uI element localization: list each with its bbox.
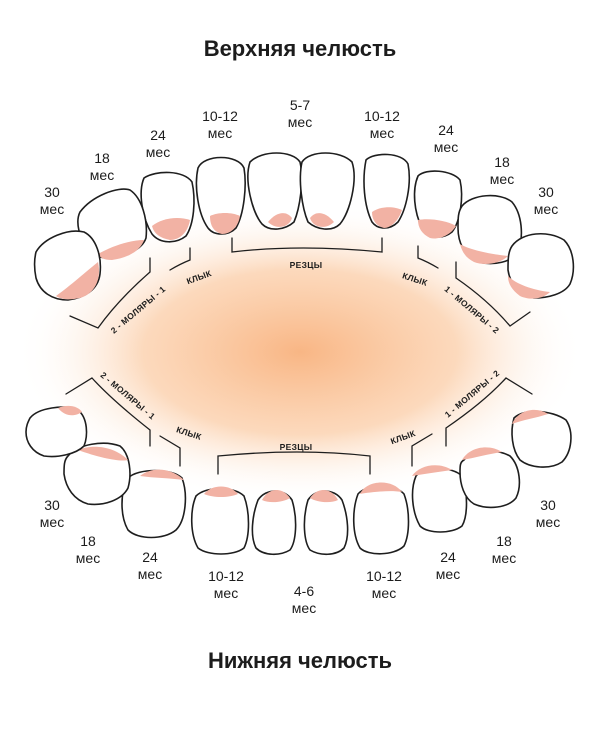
age-unit: мес [370,125,394,141]
lower-age-central: 4-6 мес [292,583,316,616]
lower-age-lateral-left: 10-12 мес [208,568,244,601]
upper-incisors-bracket [231,237,383,253]
upper-age-second-molar-right: 30 мес [534,184,558,217]
upper-jaw-title: Верхняя челюсть [204,36,397,61]
lower-central-incisor-left [251,489,297,556]
lower-canine-right [411,465,468,533]
age-unit: мес [208,125,232,141]
age-unit: мес [40,514,64,530]
lower-age-second-molar-left: 30 мес [40,497,64,530]
age-number: 10-12 [364,108,400,124]
mouth-glow [15,202,585,502]
age-number: 24 [440,549,456,565]
age-number: 18 [494,154,510,170]
age-number: 30 [540,497,556,513]
lower-age-second-molar-right: 30 мес [536,497,560,530]
lower-canine-left [121,469,187,539]
lower-lateral-incisor-right [352,482,410,555]
age-unit: мес [214,585,238,601]
upper-age-lateral-left: 10-12 мес [202,108,238,141]
upper-age-canine-right: 24 мес [434,122,458,155]
lower-incisors-bracket [217,451,371,475]
upper-canine-right [413,170,463,239]
age-unit: мес [492,550,516,566]
lower-age-first-molar-left: 18 мес [76,533,100,566]
lower-central-incisor-right [303,489,349,556]
upper-age-canine-left: 24 мес [146,127,170,160]
upper-canine-right-bracket [417,245,439,269]
upper-age-lateral-right: 10-12 мес [364,108,400,141]
age-unit: мес [90,167,114,183]
upper-age-first-molar-left: 18 мес [90,150,114,183]
age-unit: мес [536,514,560,530]
lower-molars-left-bracket [65,377,151,447]
age-unit: мес [434,139,458,155]
upper-lateral-incisor-right [363,153,411,229]
upper-molars-right-bracket [455,261,531,327]
age-number: 18 [80,533,96,549]
age-unit: мес [436,566,460,582]
lower-jaw-title: Нижняя челюсть [208,648,392,673]
age-number: 4-6 [294,583,314,599]
lower-incisors-label: РЕЗЦЫ [280,442,313,452]
age-unit: мес [138,566,162,582]
upper-central-incisor-left [247,152,303,230]
age-unit: мес [76,550,100,566]
lower-canine-left-bracket [159,435,181,467]
age-unit: мес [288,114,312,130]
upper-incisors-label: РЕЗЦЫ [290,260,323,270]
lower-molars-right-bracket [445,377,533,447]
upper-second-molar-left [33,230,102,301]
lower-age-first-molar-right: 18 мес [492,533,516,566]
lower-canine-right-bracket [411,433,433,467]
upper-canine-left-bracket [169,247,191,271]
upper-age-central: 5-7 мес [288,97,312,130]
lower-first-molar-right [459,447,521,509]
age-number: 10-12 [208,568,244,584]
age-number: 24 [150,127,166,143]
age-unit: мес [490,171,514,187]
upper-first-molar-left [77,188,148,260]
age-unit: мес [372,585,396,601]
lower-lateral-incisor-left [190,486,250,555]
lower-second-molar-left [25,405,88,458]
age-unit: мес [292,600,316,616]
lower-first-molar-left [63,442,131,506]
age-number: 18 [94,150,110,166]
age-number: 10-12 [366,568,402,584]
age-number: 30 [538,184,554,200]
upper-lateral-incisor-left [195,156,246,235]
lower-age-canine-right: 24 мес [436,549,460,582]
age-number: 30 [44,497,60,513]
upper-first-molar-right [457,194,523,265]
age-number: 18 [496,533,512,549]
lower-age-lateral-right: 10-12 мес [366,568,402,601]
age-number: 5-7 [290,97,310,113]
age-number: 30 [44,184,60,200]
age-unit: мес [534,201,558,217]
age-unit: мес [40,201,64,217]
age-number: 10-12 [202,108,238,124]
lower-age-canine-left: 24 мес [138,549,162,582]
lower-second-molar-right [511,409,572,468]
age-number: 24 [142,549,158,565]
upper-age-second-molar-left: 30 мес [40,184,64,217]
upper-molars-left-bracket [69,257,151,329]
upper-central-incisor-right [299,152,355,230]
age-number: 24 [438,122,454,138]
age-unit: мес [146,144,170,160]
upper-age-first-molar-right: 18 мес [490,154,514,187]
upper-second-molar-right [507,233,575,299]
